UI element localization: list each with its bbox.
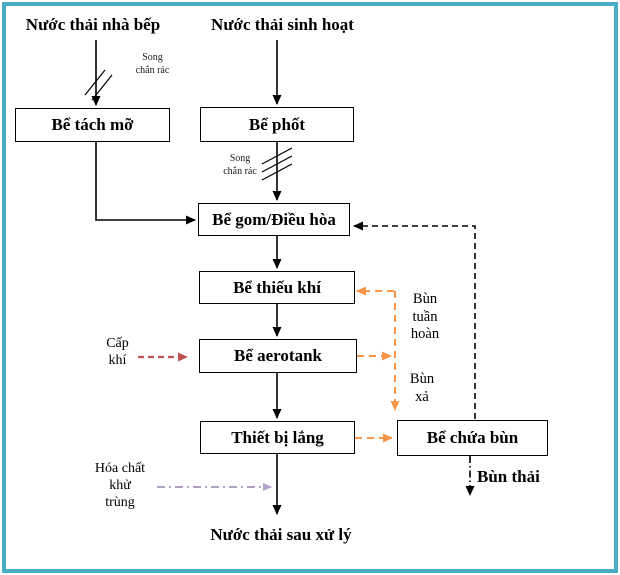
flow-sludgetank-return-to-equalization [353,221,476,419]
node-grease-tank-label: Bể tách mỡ [51,115,134,134]
label-line: chắn rác [135,65,170,76]
label-line: khí [108,353,127,368]
label-line: Hóa chất [94,461,146,476]
label-discharge-sludge: Bùn xả [397,371,447,406]
label-bar-screen-2: Song chắn rác [210,152,270,178]
node-aerotank: Bể aerotank [199,339,357,373]
label-line: Bùn [409,371,435,387]
label-line: Song [142,52,163,63]
node-septic-tank-label: Bể phốt [248,114,306,134]
sink-waste-sludge: Bùn thải [477,467,540,486]
node-sludge-tank: Bể chứa bùn [397,420,548,456]
node-settler: Thiết bị lắng [200,421,355,454]
node-sludge-tank-label: Bể chứa bùn [426,428,519,447]
label-line: chắn rác [223,166,257,177]
source-domestic-wastewater: Nước thải sinh hoạt [211,15,354,34]
label-line: Song [229,153,251,164]
sink-treated-effluent: Nước thải sau xử lý [210,525,352,544]
node-anoxic-tank-label: Bể thiếu khí [233,277,321,297]
label-bar-screen-1: Song chắn rác [125,51,180,77]
node-aerotank-label: Bể aerotank [234,346,322,365]
node-settler-label: Thiết bị lắng [231,427,324,447]
label-line: hoàn [410,326,440,342]
label-line: Bùn [412,291,438,307]
label-line: tuần [412,308,438,325]
bar-screen-icon [261,147,293,181]
label-air-supply: Cấp khí [95,335,140,369]
node-grease-tank: Bể tách mỡ [15,108,170,142]
label-line: khử [109,478,131,493]
node-equalization-tank-label: Bể gom/Điều hòa [212,209,336,229]
flow-grease-to-equalization [95,142,196,225]
label-return-sludge: Bùn tuần hoàn [399,291,451,344]
label-disinfectant: Hóa chất khử trùng [85,460,155,511]
node-anoxic-tank: Bể thiếu khí [199,271,355,304]
node-septic-tank: Bể phốt [200,107,354,142]
label-line: trùng [105,495,135,510]
label-line: Cấp [106,336,129,351]
node-equalization-tank: Bể gom/Điều hòa [198,203,350,236]
label-line: xả [415,388,429,405]
source-kitchen-wastewater: Nước thải nhà bếp [25,15,161,34]
bar-screen-icon [84,69,113,101]
